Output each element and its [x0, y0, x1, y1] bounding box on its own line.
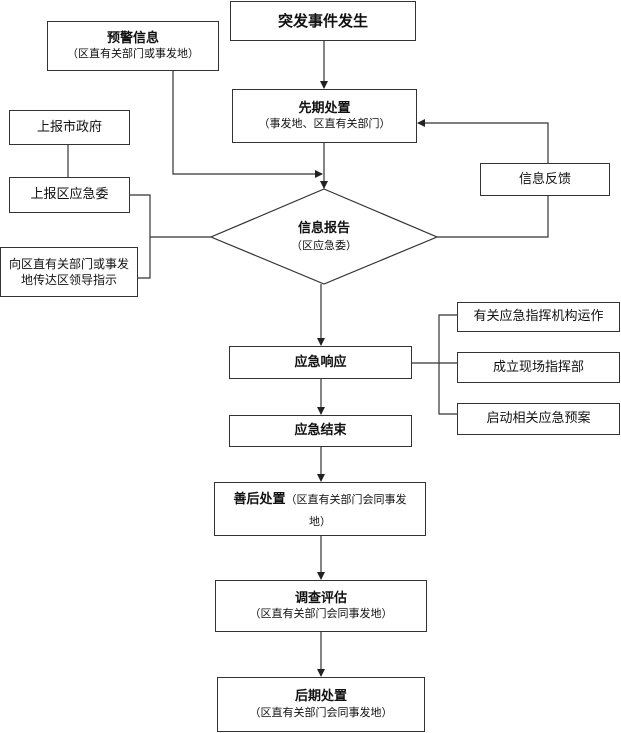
node-title: 善后处置 [233, 492, 286, 507]
arrow-feedback-initial [417, 119, 549, 163]
node-title: 应急响应 [294, 354, 347, 370]
node-subtitle: （区直有关部门会同事发地） [249, 705, 393, 719]
report-diamond-shape [209, 188, 439, 285]
node-warning: 预警信息 （区直有关部门或事发地） [47, 21, 219, 71]
node-title: 有关应急指挥机构运作 [473, 309, 604, 325]
line-report-feedback [437, 196, 549, 238]
node-end: 应急结束 [229, 415, 412, 447]
node-city: 上报市政府 [9, 110, 130, 145]
node-title: 应急结束 [294, 423, 347, 439]
node-title: 成立现场指挥部 [492, 359, 584, 375]
node-title: 信息报告 [297, 220, 350, 236]
node-assess: 调查评估 （区直有关部门会同事发地） [215, 580, 427, 632]
node-title: 预警信息 [106, 30, 159, 46]
node-aftermath: 善后处置（区直有关部门会同事发地） [214, 482, 426, 536]
node-title: 上报区应急委 [30, 187, 109, 203]
node-district: 上报区应急委 [9, 177, 130, 213]
node-later: 后期处置 （区直有关部门会同事发地） [217, 677, 425, 732]
node-feedback: 信息反馈 [480, 163, 610, 196]
node-initial: 先期处置 （事发地、区直有关部门） [232, 89, 417, 143]
node-plan: 启动相关应急预案 [457, 403, 620, 435]
node-subtitle: （事发地、区直有关部门） [258, 117, 391, 131]
node-title: 后期处置 [294, 689, 347, 705]
arrow-warning-report [172, 71, 323, 178]
node-event: 突发事件发生 [230, 1, 416, 41]
node-title: 突发事件发生 [277, 11, 368, 30]
node-convey: 向区直有关部门或事发地传达区领导指示 [0, 247, 138, 297]
node-title: 调查评估 [294, 590, 347, 606]
node-title: 信息反馈 [518, 171, 571, 187]
node-subtitle: （区直有关部门会同事发地） [249, 607, 393, 621]
node-response: 应急响应 [229, 346, 412, 379]
bracket-right [438, 314, 457, 415]
node-title: 启动相关应急预案 [486, 411, 591, 427]
node-subtitle: （区直有关部门或事发地） [67, 47, 199, 61]
node-title: 先期处置 [298, 100, 351, 116]
node-subtitle: （区直有关部门会同事发地） [285, 493, 407, 528]
node-title: 向区直有关部门或事发地传达区领导指示 [9, 256, 130, 287]
node-command: 有关应急指挥机构运作 [457, 302, 620, 332]
node-subtitle: （区应急委） [291, 238, 357, 252]
node-site: 成立现场指挥部 [457, 352, 620, 383]
node-title: 上报市政府 [36, 119, 102, 135]
node-report: 信息报告 （区应急委） [211, 189, 437, 284]
